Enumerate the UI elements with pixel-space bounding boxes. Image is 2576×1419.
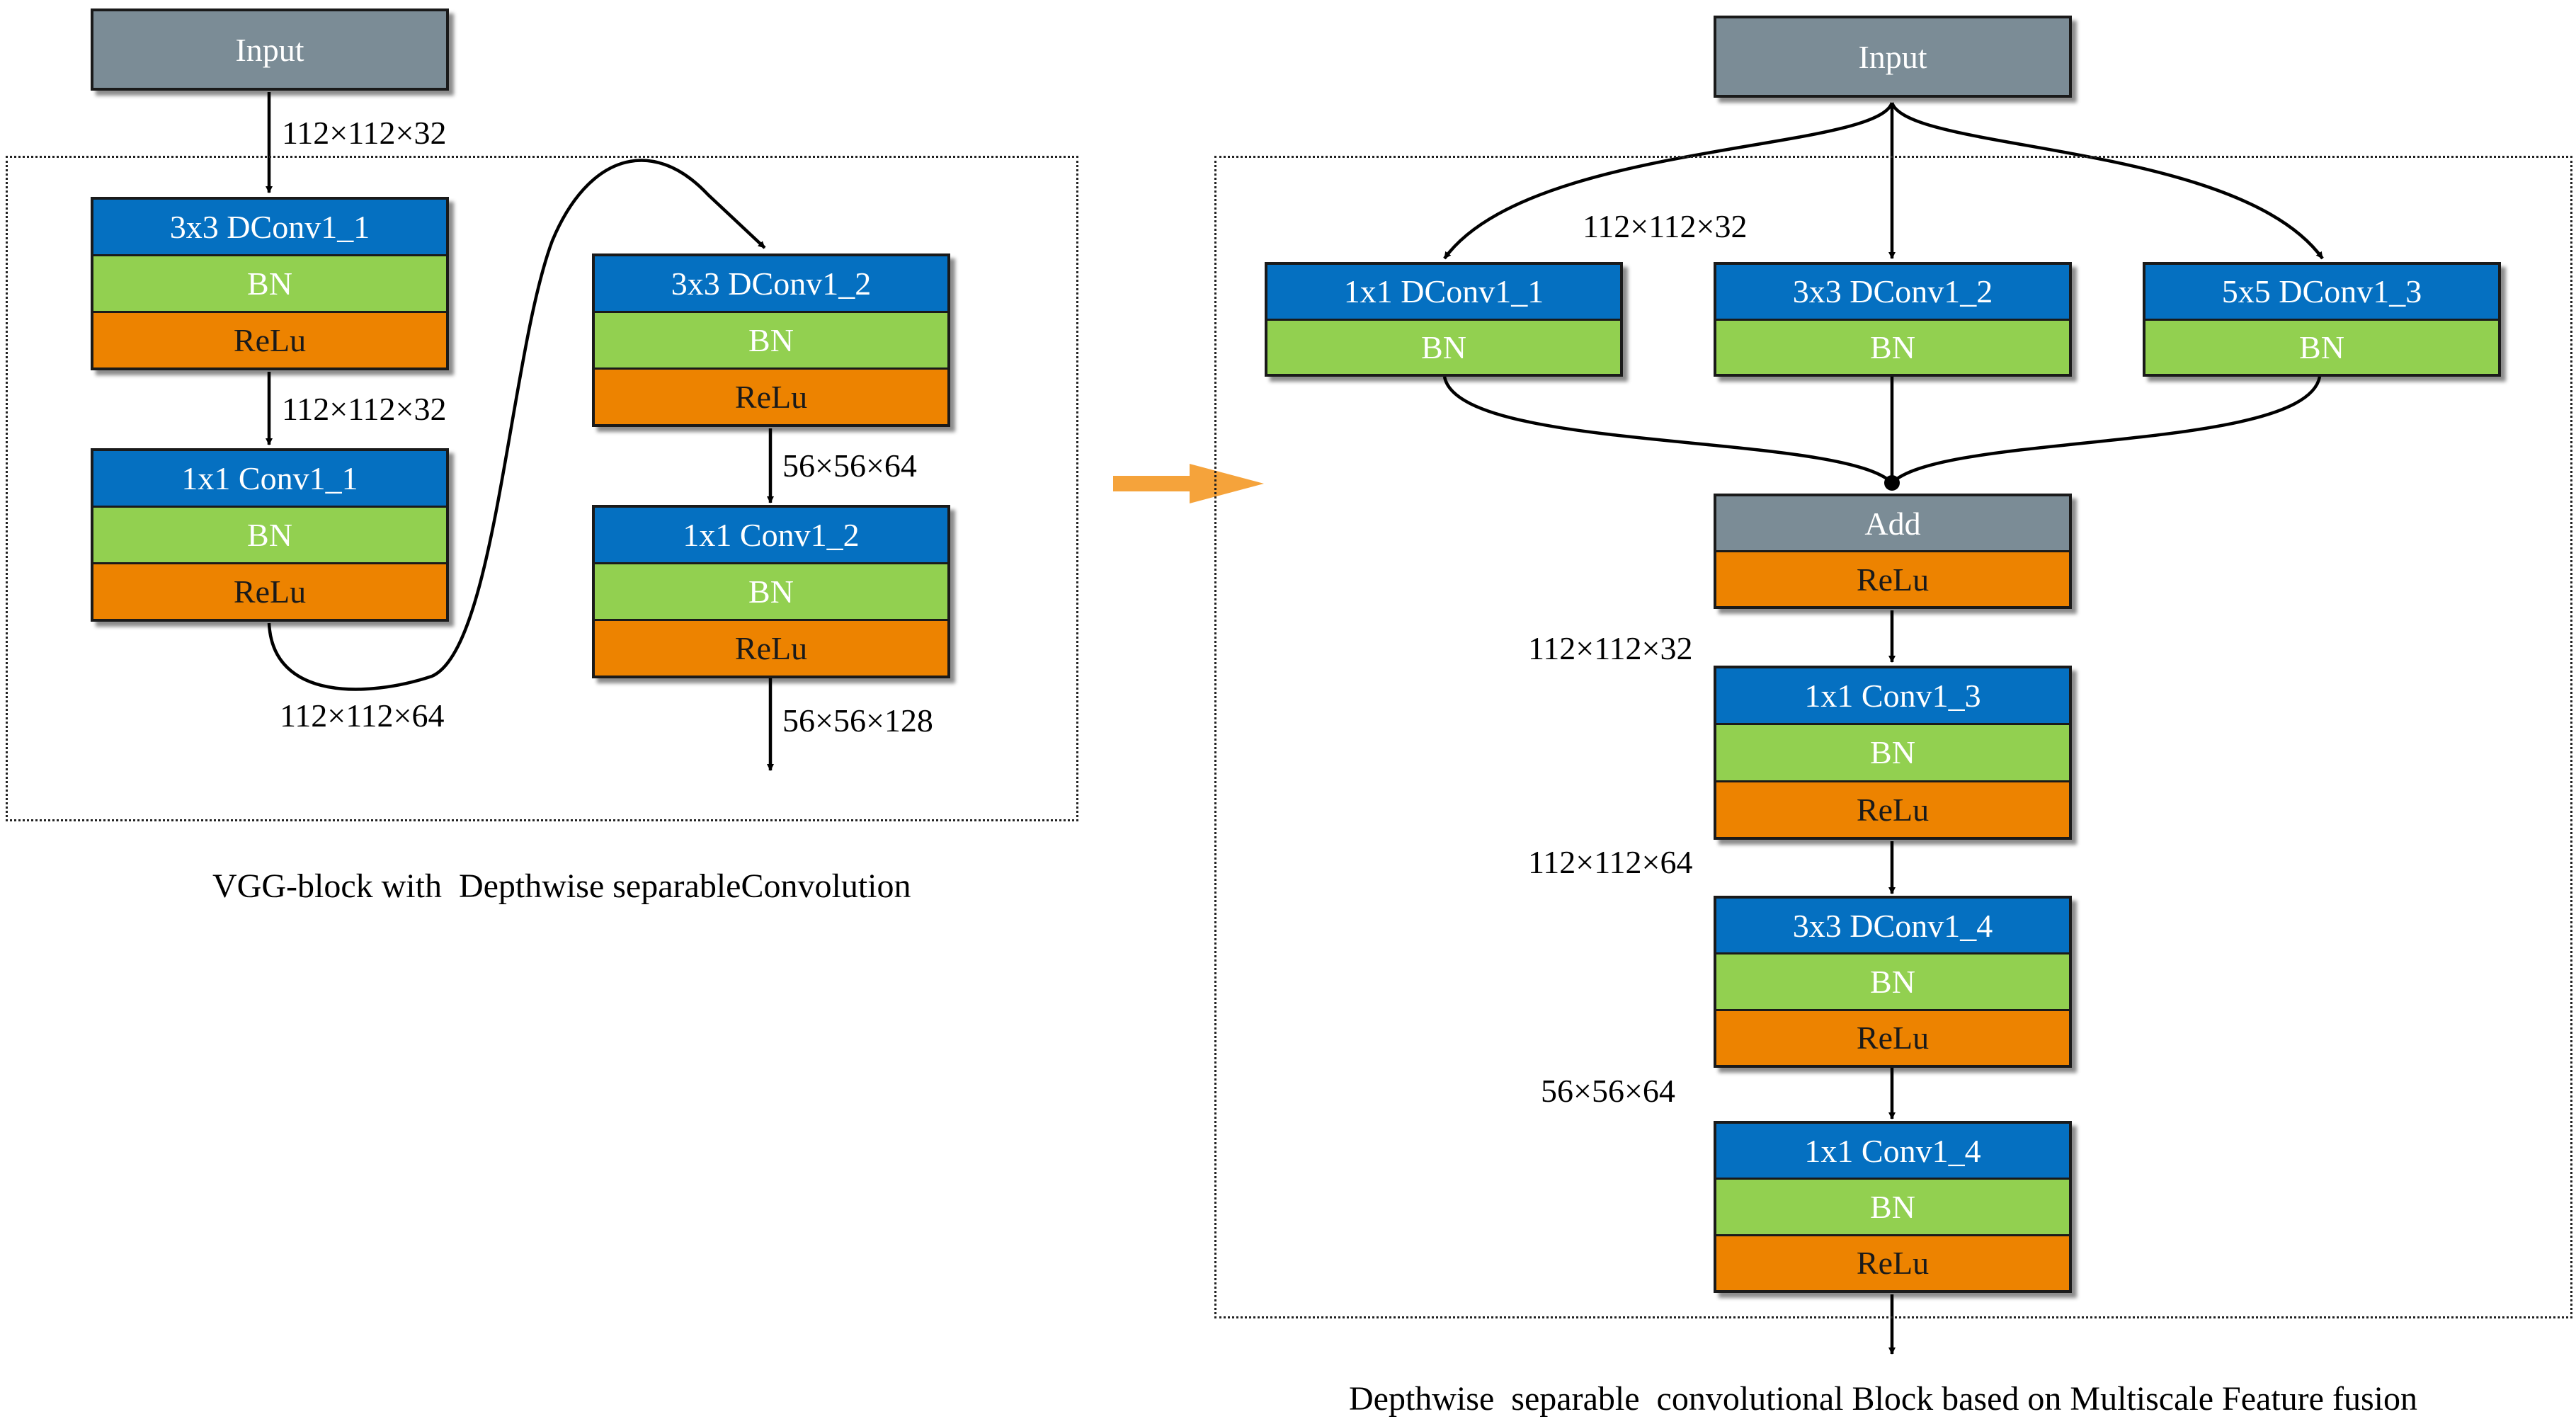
layer-bn: BN — [595, 313, 947, 370]
left-block-frame — [6, 156, 1078, 821]
layer-relu: ReLu — [1716, 1010, 2069, 1065]
left-conv1-1-block: 1x1 Conv1_1 BN ReLu — [91, 448, 449, 622]
left-dim-block2: 112×112×64 — [280, 697, 445, 734]
layer-relu: ReLu — [1716, 1236, 2069, 1290]
layer-conv: 3x3 DConv1_2 — [1716, 265, 2069, 321]
left-input-label: Input — [93, 11, 446, 88]
layer-conv: 1x1 Conv1_4 — [1716, 1124, 2069, 1180]
layer-relu: ReLu — [1716, 552, 2069, 606]
branch-1x1-dconv1-1: 1x1 DConv1_1 BN — [1265, 262, 1623, 377]
right-dim-conv1-3: 112×112×64 — [1528, 844, 1693, 880]
left-conv1-2-block: 1x1 Conv1_2 BN ReLu — [592, 505, 950, 678]
arrow-input-to-branch3 — [1890, 102, 2324, 260]
merge-branch1-to-add — [1442, 376, 1893, 484]
left-dim-output: 56×56×128 — [782, 702, 933, 739]
left-dconv1-1-block: 3x3 DConv1_1 BN ReLu — [91, 197, 449, 370]
left-dconv1-2-block: 3x3 DConv1_2 BN ReLu — [592, 253, 950, 427]
layer-bn: BN — [1267, 320, 1620, 374]
left-input-node: Input — [91, 8, 449, 91]
layer-add: Add — [1716, 496, 2069, 552]
layer-bn: BN — [1716, 725, 2069, 782]
layer-conv: 1x1 Conv1_2 — [595, 508, 947, 564]
conv1-3-block: 1x1 Conv1_3 BN ReLu — [1714, 666, 2072, 840]
branch-3x3-dconv1-2: 3x3 DConv1_2 BN — [1714, 262, 2072, 377]
arrow-input-to-branch1 — [1443, 102, 1894, 260]
layer-relu: ReLu — [595, 621, 947, 676]
left-dim-input: 112×112×32 — [282, 115, 447, 151]
left-dim-block3: 56×56×64 — [782, 448, 917, 484]
layer-conv: 1x1 Conv1_3 — [1716, 668, 2069, 726]
layer-conv: 3x3 DConv1_2 — [595, 256, 947, 313]
transition-arrow — [1113, 464, 1264, 503]
right-dim-add: 112×112×32 — [1528, 630, 1693, 666]
layer-bn: BN — [1716, 954, 2069, 1011]
right-block-frame — [1214, 156, 2572, 1318]
layer-bn: BN — [93, 256, 446, 313]
left-caption: VGG-block with Depthwise separableConvol… — [212, 867, 911, 905]
layer-relu: ReLu — [1716, 782, 2069, 837]
right-input-node: Input — [1714, 16, 2072, 98]
add-relu-block: Add ReLu — [1714, 494, 2072, 609]
curve-conv1-1-to-dconv1-2 — [267, 159, 766, 691]
merge-dot — [1884, 475, 1900, 491]
layer-relu: ReLu — [595, 370, 947, 424]
right-dim-dconv1-4: 56×56×64 — [1541, 1073, 1675, 1109]
right-input-label: Input — [1716, 18, 2069, 95]
layer-bn: BN — [93, 508, 446, 564]
layer-conv: 1x1 DConv1_1 — [1267, 265, 1620, 321]
layer-bn: BN — [595, 564, 947, 621]
branch-5x5-dconv1-3: 5x5 DConv1_3 BN — [2143, 262, 2501, 377]
layer-bn: BN — [1716, 1180, 2069, 1236]
right-dim-input: 112×112×32 — [1583, 208, 1748, 244]
conv1-4-block: 1x1 Conv1_4 BN ReLu — [1714, 1121, 2072, 1293]
dconv1-4-block: 3x3 DConv1_4 BN ReLu — [1714, 896, 2072, 1068]
layer-bn: BN — [1716, 320, 2069, 374]
layer-conv: 5x5 DConv1_3 — [2145, 265, 2498, 321]
layer-conv: 3x3 DConv1_4 — [1716, 899, 2069, 955]
layer-conv: 3x3 DConv1_1 — [93, 200, 446, 256]
layer-relu: ReLu — [93, 564, 446, 619]
layer-conv: 1x1 Conv1_1 — [93, 451, 446, 508]
right-caption: Depthwise separable convolutional Block … — [1349, 1380, 2417, 1418]
layer-relu: ReLu — [93, 313, 446, 367]
merge-branch3-to-add — [1891, 376, 2322, 484]
left-dim-block1: 112×112×32 — [282, 391, 447, 427]
layer-bn: BN — [2145, 320, 2498, 374]
